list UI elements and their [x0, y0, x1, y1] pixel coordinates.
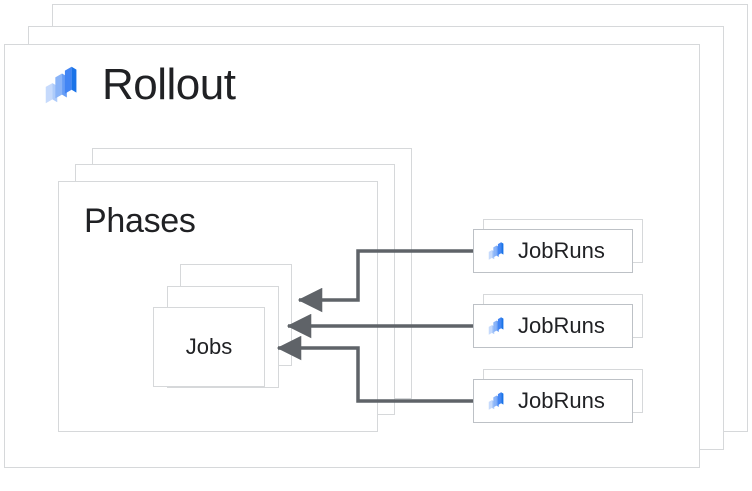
jobruns-card-front-2[interactable]: JobRuns [473, 304, 633, 348]
jobruns-label-2: JobRuns [518, 313, 605, 338]
jobruns-label-1: JobRuns [518, 238, 605, 263]
phases-title: Phases [84, 202, 196, 240]
jobruns-card-front-3[interactable]: JobRuns [473, 379, 633, 423]
cloud-deploy-logo-icon [488, 242, 504, 260]
cloud-deploy-logo-icon [488, 317, 504, 335]
jobruns-card-front-1[interactable]: JobRuns [473, 229, 633, 273]
page-title: Rollout [102, 60, 236, 109]
cloud-deploy-logo-icon [488, 392, 504, 410]
jobs-card-front[interactable] [153, 307, 265, 387]
jobruns-label-3: JobRuns [518, 388, 605, 413]
cloud-deploy-logo-icon [45, 66, 77, 104]
rollout-header: Rollout [40, 60, 236, 109]
